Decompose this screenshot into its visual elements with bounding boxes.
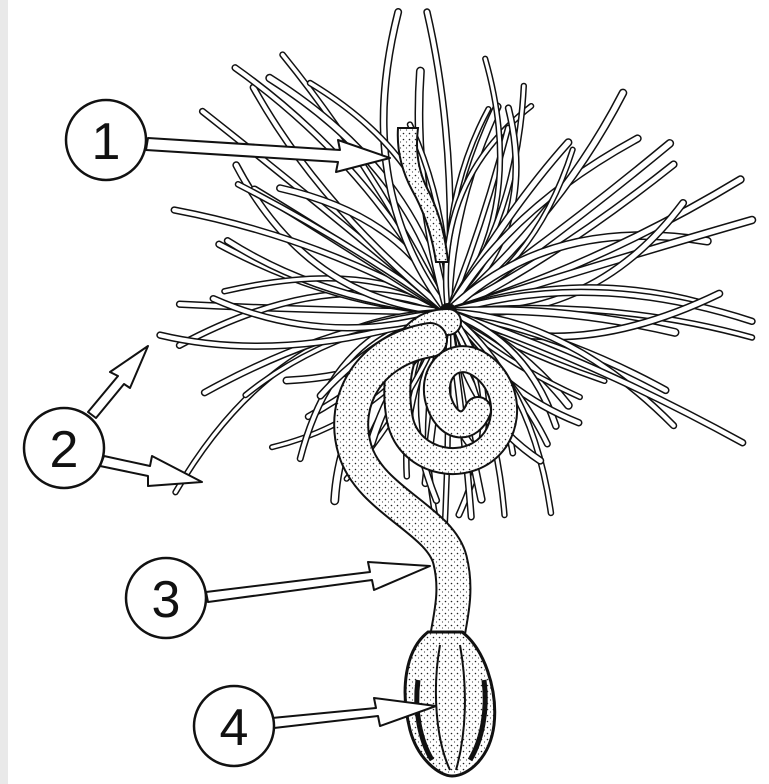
callout-3: 3 — [126, 558, 206, 638]
arrow-3 — [206, 562, 430, 602]
callout-4-label: 4 — [220, 699, 249, 757]
callout-4: 4 — [194, 686, 274, 766]
arrow-2a — [88, 346, 148, 418]
callout-1: 1 — [66, 100, 146, 180]
callout-1-label: 1 — [92, 113, 121, 171]
callout-2-label: 2 — [50, 421, 79, 479]
callout-2: 2 — [24, 408, 104, 488]
callout-3-label: 3 — [152, 571, 181, 629]
